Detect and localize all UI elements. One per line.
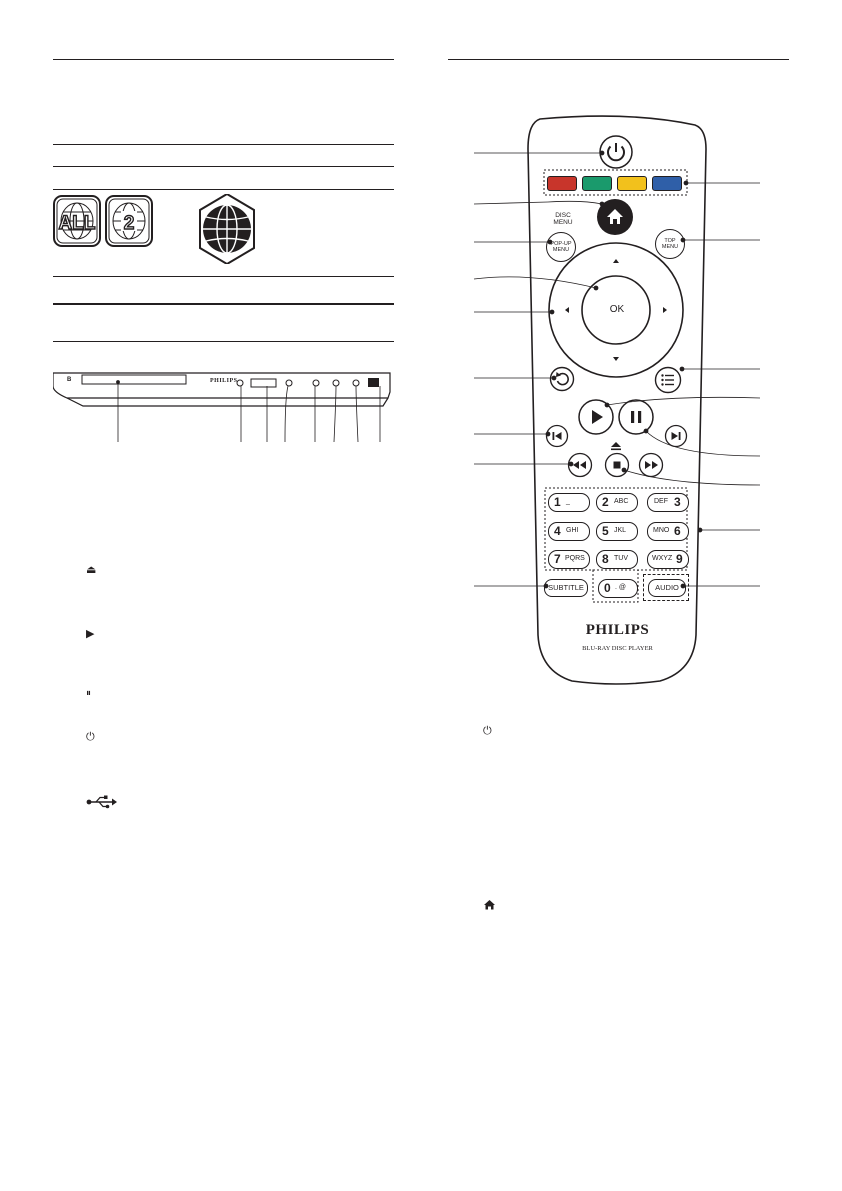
eject-icon [611,442,621,451]
popup-menu-label: POP-UP MENU [550,241,572,253]
rule-left-4 [53,276,394,277]
region-logos: ALL 2 [53,194,255,264]
rule-left-5 [53,303,394,305]
pause-button[interactable] [617,398,655,436]
color-key-blue[interactable] [652,176,682,191]
rule-top-right [448,59,789,60]
disc-menu-label: DISC MENU [553,212,573,226]
player-front-panel: B [53,372,391,443]
svg-text:B: B [67,377,72,383]
color-key-red[interactable] [547,176,577,191]
popup-menu-button[interactable]: POP-UP MENU [546,232,576,262]
next-button[interactable] [664,424,688,448]
key-0[interactable]: 0. @ [598,579,638,598]
audio-button[interactable]: AUDIO [648,579,686,597]
rule-top-left [53,59,394,60]
region-all-text: ALL [59,213,96,234]
region-2-logo: 2 [105,195,153,247]
usb-icon [86,795,117,809]
rewind-button[interactable] [567,452,593,478]
previous-button[interactable] [545,424,569,448]
rule-left-2 [53,166,394,167]
home-icon [484,900,495,910]
play-button[interactable] [577,398,615,436]
top-menu-label: TOP MENU [661,238,679,250]
remote-power-legend-icon: ⏻ [483,725,492,737]
eject-icon: ⏏ [86,564,97,576]
rule-left-3 [53,189,394,190]
remote-callout-lines [473,150,761,589]
ok-label: OK [609,304,625,315]
options-button[interactable] [654,366,682,394]
subtitle-button[interactable]: SUBTITLE [544,579,588,597]
region-all-logo: ALL [53,195,101,247]
pause-icon: ⏸ [86,688,91,699]
rule-left-6 [53,341,394,342]
remote-brand: PHILIPS [585,622,650,638]
player-brand: PHILIPS [210,378,238,384]
power-icon: ⏻ [86,731,95,743]
rule-left-1 [53,144,394,145]
region-globe-hexagon-logo [199,194,255,264]
key-1[interactable]: 1_ [548,493,590,512]
region-2-text: 2 [124,213,135,234]
color-key-green[interactable] [582,176,612,191]
color-key-yellow[interactable] [617,176,647,191]
top-menu-button[interactable]: TOP MENU [655,229,685,259]
audio-frame [643,574,689,601]
remote-home-button[interactable] [595,197,635,237]
remote-control [527,115,707,685]
play-icon: ▶ [86,628,95,640]
remote-model: BLU-RAY DISC PLAYER [582,645,653,652]
back-button[interactable] [549,366,575,392]
